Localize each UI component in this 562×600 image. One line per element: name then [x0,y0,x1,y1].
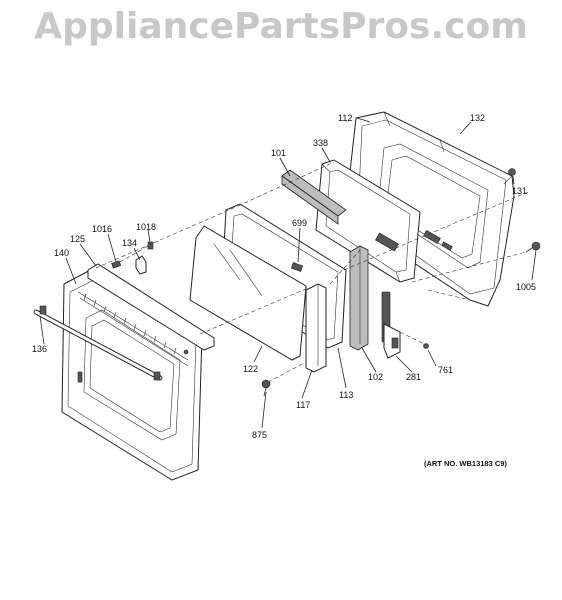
art-number: (ART NO. WB13183 C9) [424,459,507,468]
callout-102: 102 [368,372,383,382]
part-699-clip [290,262,304,272]
part-281-hinge [381,291,401,359]
part-131-screw [508,168,516,176]
callout-131: 131 [512,186,527,196]
callout-134: 134 [122,238,137,248]
callout-122: 122 [243,364,258,374]
callout-761: 761 [438,365,453,375]
callout-112: 112 [338,113,352,123]
part-117-side-channel [305,283,327,373]
part-1005-screw [525,241,541,253]
leader-lines [39,117,537,429]
callout-132: 132 [470,113,485,123]
assembly-lines [95,161,529,383]
part-134-bracket [135,255,147,275]
part-1016-screw [111,260,122,269]
callout-125: 125 [70,234,85,244]
part-102-side-insulation [349,245,369,351]
vent-slots [83,293,177,355]
callout-113: 113 [339,390,353,400]
callout-labels: 112 132 338 101 131 699 1016 1018 125 13… [32,113,536,440]
callout-101: 101 [271,148,286,158]
callout-117: 117 [296,400,310,410]
callout-281: 281 [406,372,421,382]
callout-1018: 1018 [136,222,156,232]
part-1018-screw [147,241,154,250]
part-338-window-frame [315,159,421,283]
part-122-glass-panel [189,225,307,361]
callout-338: 338 [313,138,328,148]
part-125-top-trim [87,263,215,351]
callout-1005: 1005 [516,282,536,292]
watermark-logo: AppliancePartsPros.com [34,6,528,47]
callout-136: 136 [32,344,47,354]
callout-1016: 1016 [92,224,112,234]
callout-699: 699 [292,218,307,228]
part-136-door-handle [33,305,163,381]
callout-140: 140 [54,248,69,258]
part-761-screw [423,343,429,349]
callout-875: 875 [252,430,267,440]
